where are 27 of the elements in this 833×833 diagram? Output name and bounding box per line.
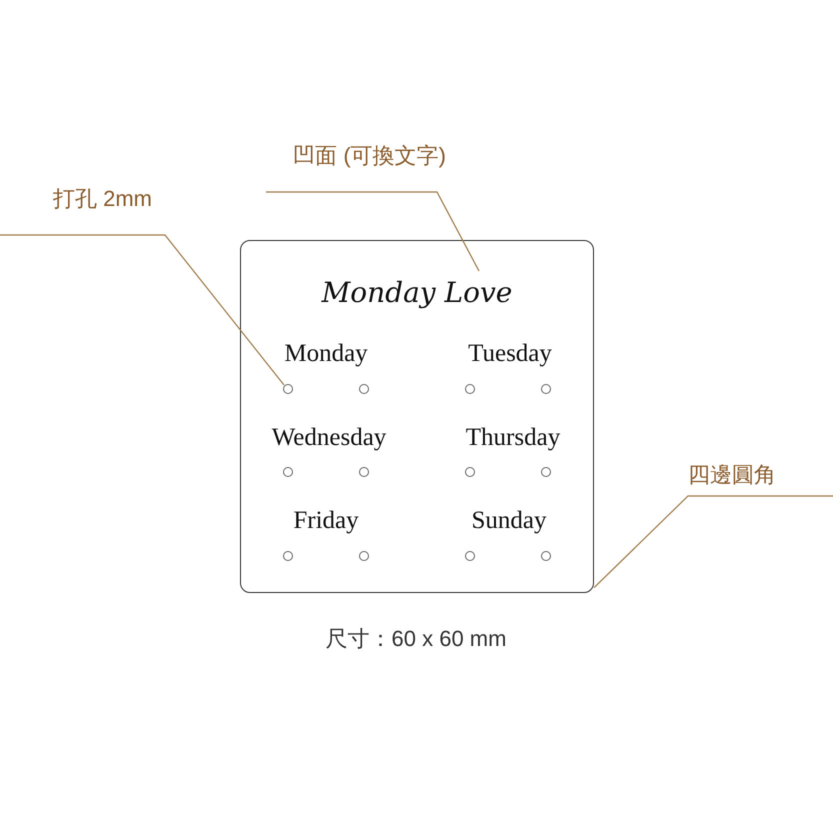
- punched-hole: [283, 467, 293, 477]
- punched-hole: [283, 551, 293, 561]
- punched-hole: [465, 467, 475, 477]
- day-name: Tuesday: [468, 340, 552, 368]
- punched-hole: [541, 384, 551, 394]
- day-name: Monday: [284, 340, 368, 368]
- day-name: Sunday: [472, 507, 546, 535]
- day-name: Friday: [293, 507, 359, 535]
- dimension-text: 尺寸：60 x 60 mm: [326, 625, 506, 653]
- day-name: Wednesday: [272, 424, 386, 452]
- card-outline: [240, 240, 594, 593]
- punched-hole: [465, 384, 475, 394]
- leader-line: [594, 495, 833, 588]
- punched-hole: [465, 551, 475, 561]
- punched-hole: [283, 384, 293, 394]
- leader-line: [266, 191, 480, 272]
- punched-hole: [541, 551, 551, 561]
- punched-hole: [359, 384, 369, 394]
- callout-text: 打孔 2mm: [0, 162, 165, 235]
- punched-hole: [359, 467, 369, 477]
- punched-hole: [541, 467, 551, 477]
- engraved-script-text: Monday Love: [317, 271, 517, 315]
- punched-hole: [359, 551, 369, 561]
- leader-line: [0, 234, 284, 386]
- callout-text: 凹面 (可換文字): [266, 118, 446, 192]
- callout-text: 四邊圓角: [680, 452, 833, 496]
- day-name: Thursday: [466, 424, 560, 452]
